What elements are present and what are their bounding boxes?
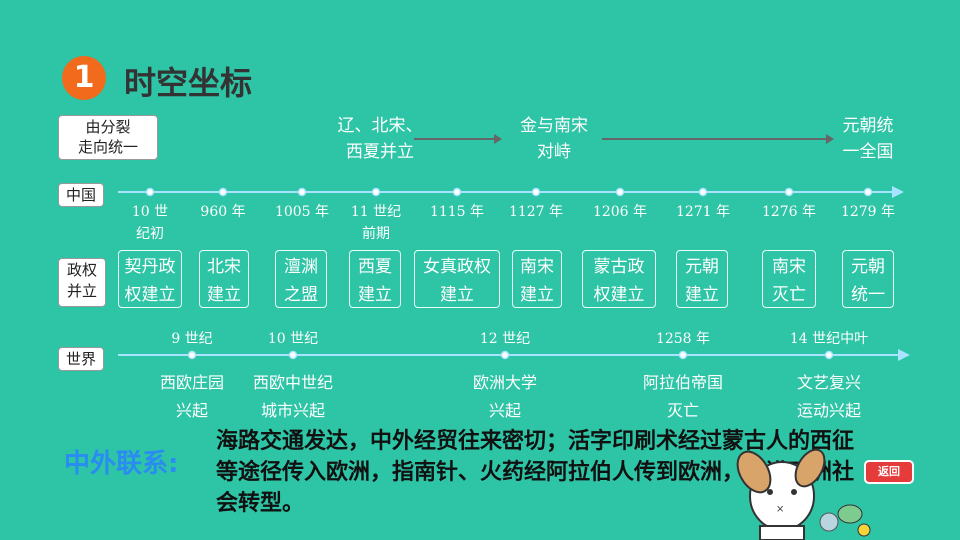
world-time-label: 9 世纪 — [171, 331, 213, 347]
world-time-label: 1258 年 — [655, 331, 711, 347]
china-tick-label: 1271 年 — [675, 204, 731, 220]
china-tick-dot — [297, 187, 307, 197]
world-tick-dot — [678, 350, 688, 360]
china-tick-label: 1279 年 — [840, 204, 896, 220]
china-tick-label: 1005 年 — [274, 204, 330, 220]
trend-row-label: 由分裂 走向统一 — [58, 115, 158, 160]
china-row-label: 中国 — [58, 183, 104, 207]
regime-event-box: 南宋 建立 — [512, 250, 562, 308]
china-tick-dot — [615, 187, 625, 197]
china-axis-head — [892, 186, 904, 198]
regime-event-box: 北宋 建立 — [199, 250, 249, 308]
regime-event-box: 女真政权 建立 — [414, 250, 500, 308]
links-label: 中外联系: — [64, 449, 179, 479]
trend-label-liao-song-xixia: 辽、北宋、 西夏并立 — [337, 116, 423, 162]
china-tick-dot — [531, 187, 541, 197]
china-tick-label: 960 年 — [200, 204, 246, 220]
trend-label-yuan-unify: 元朝统 一全国 — [842, 116, 894, 162]
china-tick-dot — [784, 187, 794, 197]
china-tick-dot — [371, 187, 381, 197]
regime-event-box: 西夏 建立 — [349, 250, 401, 308]
world-row-label: 世界 — [58, 347, 104, 371]
world-event-label: 西欧庄园 兴起 — [159, 373, 224, 420]
back-button[interactable]: 返回 — [864, 460, 914, 484]
regime-event-box: 南宋 灭亡 — [762, 250, 816, 308]
section-number-badge: 1 — [62, 56, 106, 100]
regime-event-box: 契丹政 权建立 — [118, 250, 182, 308]
world-event-label: 欧洲大学 兴起 — [472, 373, 537, 420]
china-tick-label: 1127 年 — [508, 204, 564, 220]
world-event-label: 西欧中世纪 城市兴起 — [252, 373, 333, 420]
trend-label-jin-nansong: 金与南宋 对峙 — [520, 116, 588, 162]
china-tick-dot — [698, 187, 708, 197]
china-tick-dot — [218, 187, 228, 197]
world-event-label: 文艺复兴 运动兴起 — [796, 373, 861, 420]
china-tick-label: 1206 年 — [592, 204, 648, 220]
svg-text:×: × — [776, 504, 784, 515]
world-time-label: 14 世纪中叶 — [789, 331, 869, 347]
trend-arrow-1-head — [494, 134, 502, 144]
regime-event-box: 元朝 建立 — [676, 250, 728, 308]
china-tick-label: 1276 年 — [761, 204, 817, 220]
world-tick-dot — [824, 350, 834, 360]
china-tick-dot — [452, 187, 462, 197]
cartoon-dog-illustration: × — [736, 448, 871, 540]
regime-event-box: 元朝 统一 — [842, 250, 894, 308]
world-tick-dot — [288, 350, 298, 360]
world-axis-head — [898, 349, 910, 361]
china-tick-dot — [145, 187, 155, 197]
page-title: 时空坐标 — [124, 64, 253, 102]
china-tick-dot — [863, 187, 873, 197]
world-time-label: 10 世纪 — [267, 331, 319, 347]
world-tick-dot — [500, 350, 510, 360]
trend-arrow-2-head — [826, 134, 834, 144]
world-time-label: 12 世纪 — [479, 331, 531, 347]
china-tick-label: 11 世纪 前期 — [350, 204, 402, 242]
china-tick-label: 1115 年 — [429, 204, 485, 220]
world-event-label: 阿拉伯帝国 灭亡 — [642, 373, 723, 420]
china-tick-label: 10 世 纪初 — [131, 204, 169, 242]
regimes-row-label: 政权 并立 — [58, 258, 106, 307]
regime-event-box: 蒙古政 权建立 — [582, 250, 656, 308]
world-tick-dot — [187, 350, 197, 360]
regime-event-box: 澶渊 之盟 — [275, 250, 327, 308]
